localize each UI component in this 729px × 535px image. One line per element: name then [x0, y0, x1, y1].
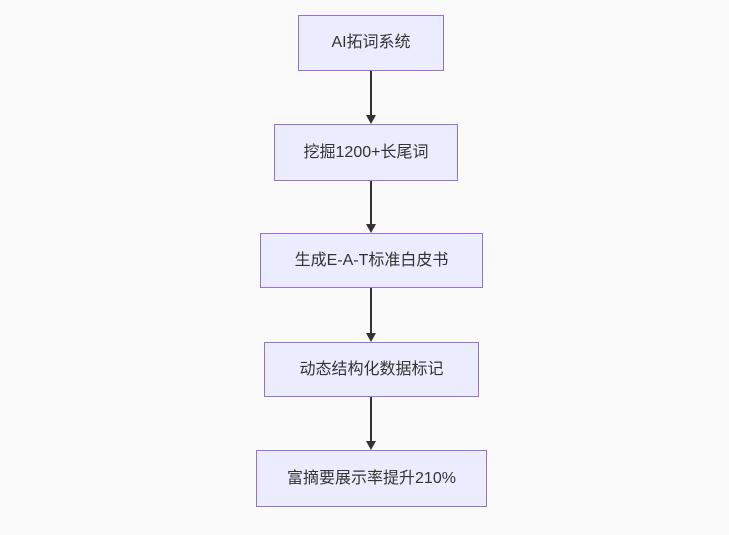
arrow-down-icon: [366, 71, 376, 124]
node-label: 动态结构化数据标记: [299, 360, 444, 378]
flowchart-node-structured-data: 动态结构化数据标记: [264, 342, 479, 397]
arrow-shaft: [370, 181, 372, 226]
arrow-down-icon: [366, 181, 376, 233]
node-label: 生成E-A-T标准白皮书: [294, 251, 449, 269]
arrowhead-icon: [366, 441, 376, 450]
node-label: 挖掘1200+长尾词: [303, 143, 429, 161]
arrowhead-icon: [366, 115, 376, 124]
arrow-shaft: [370, 71, 372, 117]
flowchart-node-eat-whitepaper: 生成E-A-T标准白皮书: [260, 233, 483, 288]
node-label: 富摘要展示率提升210%: [287, 469, 456, 487]
arrow-down-icon: [366, 288, 376, 342]
arrowhead-icon: [366, 224, 376, 233]
flowchart-node-rich-snippet-result: 富摘要展示率提升210%: [256, 450, 487, 507]
arrowhead-icon: [366, 333, 376, 342]
arrow-shaft: [370, 288, 372, 335]
flowchart-node-longtail-mining: 挖掘1200+长尾词: [274, 124, 458, 181]
flowchart-node-ai-system: AI拓词系统: [298, 15, 444, 71]
node-label: AI拓词系统: [331, 34, 411, 51]
arrow-shaft: [370, 397, 372, 443]
arrow-down-icon: [366, 397, 376, 450]
